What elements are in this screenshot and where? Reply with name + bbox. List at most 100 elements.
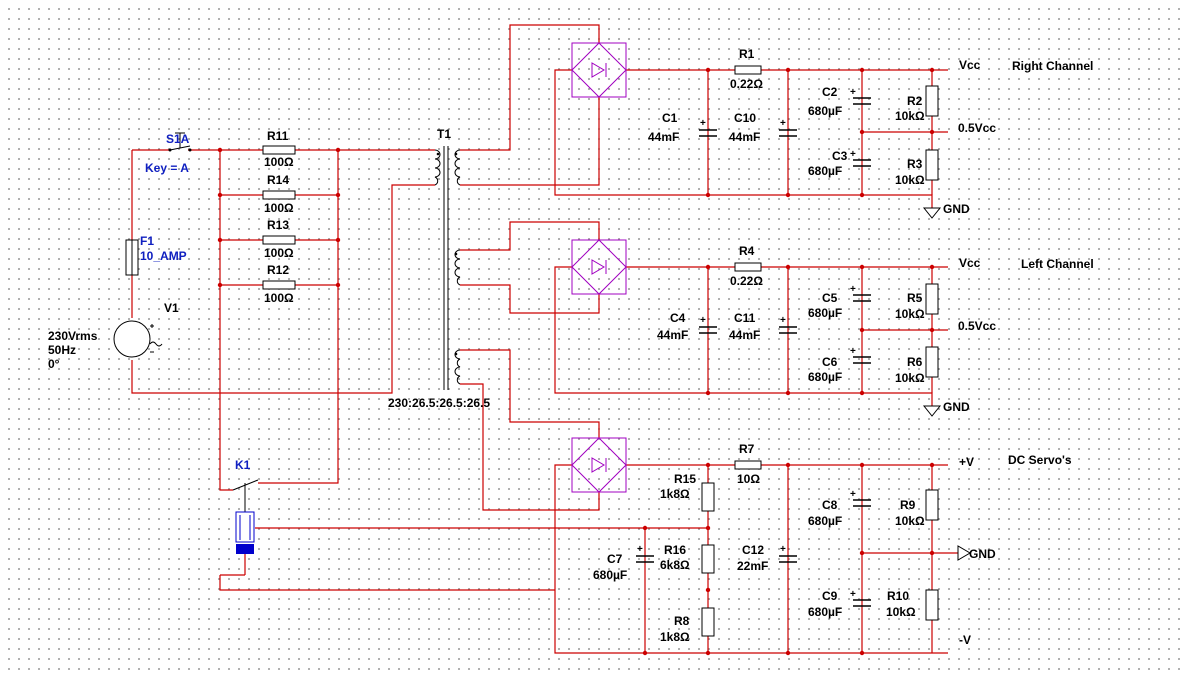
r6-value: 10kΩ	[895, 371, 925, 385]
bridge-servo	[571, 437, 627, 493]
net-pos-v: +V	[959, 455, 974, 469]
c4-value: 44mF	[657, 328, 688, 342]
r3-ref: R3	[907, 157, 923, 171]
r13-value: 100Ω	[264, 246, 294, 260]
switch-key: Key = A	[145, 161, 189, 175]
net-half-left: 0.5Vcc	[958, 319, 996, 333]
switch-s1a	[168, 132, 192, 152]
svg-text:+: +	[780, 544, 786, 555]
r12-value: 100Ω	[264, 291, 294, 305]
c10-value: 44mF	[729, 130, 760, 144]
channel-servo: DC Servo's	[1008, 453, 1072, 467]
ground-symbols	[922, 207, 971, 561]
c8-value: 680µF	[808, 514, 842, 528]
transformer-t1	[434, 146, 461, 390]
c2-value: 680µF	[808, 104, 842, 118]
r10-value: 10kΩ	[886, 605, 916, 619]
r12-ref: R12	[267, 263, 289, 277]
source-voltage: 230Vrms	[48, 329, 98, 343]
c9-value: 680µF	[808, 605, 842, 619]
bridge-left	[571, 239, 627, 295]
net-vcc-right: Vcc	[959, 58, 981, 72]
primary-wires	[131, 149, 710, 591]
c11-value: 44mF	[729, 328, 760, 342]
c4-ref: C4	[670, 311, 686, 325]
net-neg-v: -V	[959, 633, 971, 647]
r9-ref: R9	[900, 498, 916, 512]
c11-ref: C11	[734, 311, 756, 325]
fuse-f1	[125, 239, 139, 276]
c12-ref: C12	[742, 543, 764, 557]
net-vcc-left: Vcc	[959, 256, 981, 270]
secondary-resistors	[701, 65, 939, 637]
r2-value: 10kΩ	[895, 109, 925, 123]
relay-k1	[220, 479, 259, 576]
c8-ref: C8	[822, 498, 838, 512]
r3-value: 10kΩ	[895, 173, 925, 187]
source-ref: V1	[164, 301, 179, 315]
transformer-ratio: 230:26.5:26.5:26.5	[388, 396, 490, 410]
ac-source-v1	[113, 320, 163, 358]
r4-value: 0.22Ω	[730, 274, 763, 288]
r16-value: 6k8Ω	[660, 558, 690, 572]
net-half-right: 0.5Vcc	[958, 121, 996, 135]
svg-text:+: +	[700, 315, 706, 326]
svg-text:+: +	[637, 544, 643, 555]
svg-text:+: +	[700, 118, 706, 129]
r15-value: 1k8Ω	[660, 487, 690, 501]
source-phase: 0°	[48, 357, 60, 371]
net-gnd-left: GND	[943, 400, 970, 414]
r9-value: 10kΩ	[895, 514, 925, 528]
r10-ref: R10	[887, 589, 909, 603]
primary-resistors	[262, 145, 296, 290]
r13-ref: R13	[267, 218, 289, 232]
junctions	[217, 67, 935, 656]
fuse-value: 10_AMP	[140, 249, 187, 263]
r1-value: 0.22Ω	[730, 77, 763, 91]
c6-value: 680µF	[808, 370, 842, 384]
servo-wires	[554, 464, 958, 654]
c1-ref: C1	[662, 111, 678, 125]
r14-value: 100Ω	[264, 201, 294, 215]
r11-ref: R11	[267, 129, 289, 143]
r8-ref: R8	[674, 614, 690, 628]
svg-text:+: +	[850, 87, 856, 98]
c6-ref: C6	[822, 355, 838, 369]
relay-ref: K1	[235, 458, 251, 472]
secondary-wires	[460, 24, 600, 511]
c2-ref: C2	[822, 85, 838, 99]
source-freq: 50Hz	[48, 343, 76, 357]
r7-value: 10Ω	[737, 472, 760, 486]
transformer-ref: T1	[437, 127, 451, 141]
c12-value: 22mF	[737, 559, 768, 573]
r15-ref: R15	[674, 472, 696, 486]
c5-ref: C5	[822, 291, 838, 305]
svg-text:+: +	[780, 315, 786, 326]
c1-value: 44mF	[648, 130, 679, 144]
r4-ref: R4	[739, 244, 755, 258]
net-gnd-right: GND	[943, 202, 970, 216]
r8-value: 1k8Ω	[660, 630, 690, 644]
c5-value: 680µF	[808, 306, 842, 320]
c10-ref: C10	[734, 111, 756, 125]
labels: S1A Key = A F1 10_AMP V1 230Vrms 50Hz 0°…	[48, 47, 1094, 647]
svg-text:+: +	[780, 118, 786, 129]
r16-ref: R16	[664, 543, 686, 557]
r5-ref: R5	[907, 291, 923, 305]
bridge-right	[571, 42, 627, 98]
r7-ref: R7	[739, 442, 755, 456]
r6-ref: R6	[907, 355, 923, 369]
c3-ref: C3	[832, 149, 848, 163]
svg-text:+: +	[850, 489, 856, 500]
c3-value: 680µF	[808, 164, 842, 178]
channel-right: Right Channel	[1012, 59, 1093, 73]
svg-text:+: +	[850, 589, 856, 600]
r14-ref: R14	[267, 173, 289, 187]
r5-value: 10kΩ	[895, 307, 925, 321]
r1-ref: R1	[739, 47, 755, 61]
c9-ref: C9	[822, 589, 838, 603]
svg-text:+: +	[850, 284, 856, 295]
svg-text:+: +	[850, 346, 856, 357]
